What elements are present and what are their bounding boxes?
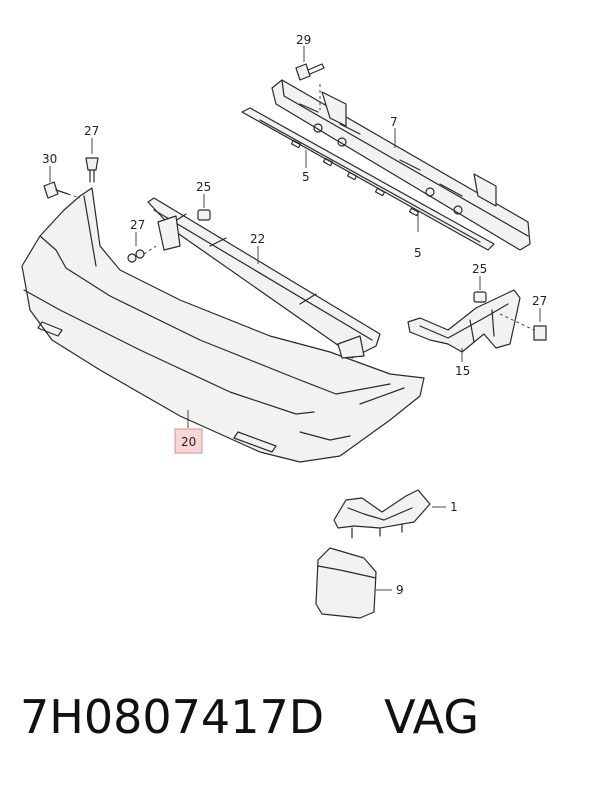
callout-1: 1 (450, 500, 458, 514)
callout-30: 30 (42, 152, 57, 166)
bracket-part-15 (407, 289, 521, 362)
part-number-footer: 7H0807417D VAG (20, 690, 590, 760)
brand-name: VAG (384, 690, 479, 744)
callout-22: 22 (250, 232, 265, 246)
mounting-strip-part-5 (241, 107, 495, 251)
callout-9: 9 (396, 583, 404, 597)
callout-5-left: 5 (302, 170, 310, 184)
callout-25-right: 25 (472, 262, 487, 276)
corner-piece-part-1 (333, 489, 446, 539)
callout-15: 15 (455, 364, 470, 378)
callout-20: 20 (181, 435, 196, 449)
nut-part-27-right (499, 308, 547, 341)
cover-cap-part-9 (315, 547, 392, 619)
nut-part-27 (127, 232, 157, 263)
callout-7: 7 (390, 115, 398, 129)
callout-27-right: 27 (532, 294, 547, 308)
parts-diagram: 29 7 27 30 5 25 27 22 5 25 27 15 20 1 9 (21, 33, 547, 619)
clip-part-25-right (473, 276, 487, 303)
clip-part-25 (197, 194, 211, 221)
callout-29: 29 (296, 33, 311, 47)
screw-part-29 (295, 46, 325, 110)
callout-5-right: 5 (414, 246, 422, 260)
highlighted-callout-box (174, 428, 203, 454)
callout-27-middle: 27 (130, 218, 145, 232)
guide-rail-part-22 (147, 197, 381, 359)
rivet-part-27 (85, 138, 99, 183)
callout-25-middle: 25 (196, 180, 211, 194)
bumper-cover-part-20 (21, 187, 425, 463)
part-number: 7H0807417D (20, 690, 325, 744)
reinforcement-bar-part-7 (271, 79, 531, 251)
bolt-part-30 (43, 166, 81, 199)
callout-27-top: 27 (84, 124, 99, 138)
